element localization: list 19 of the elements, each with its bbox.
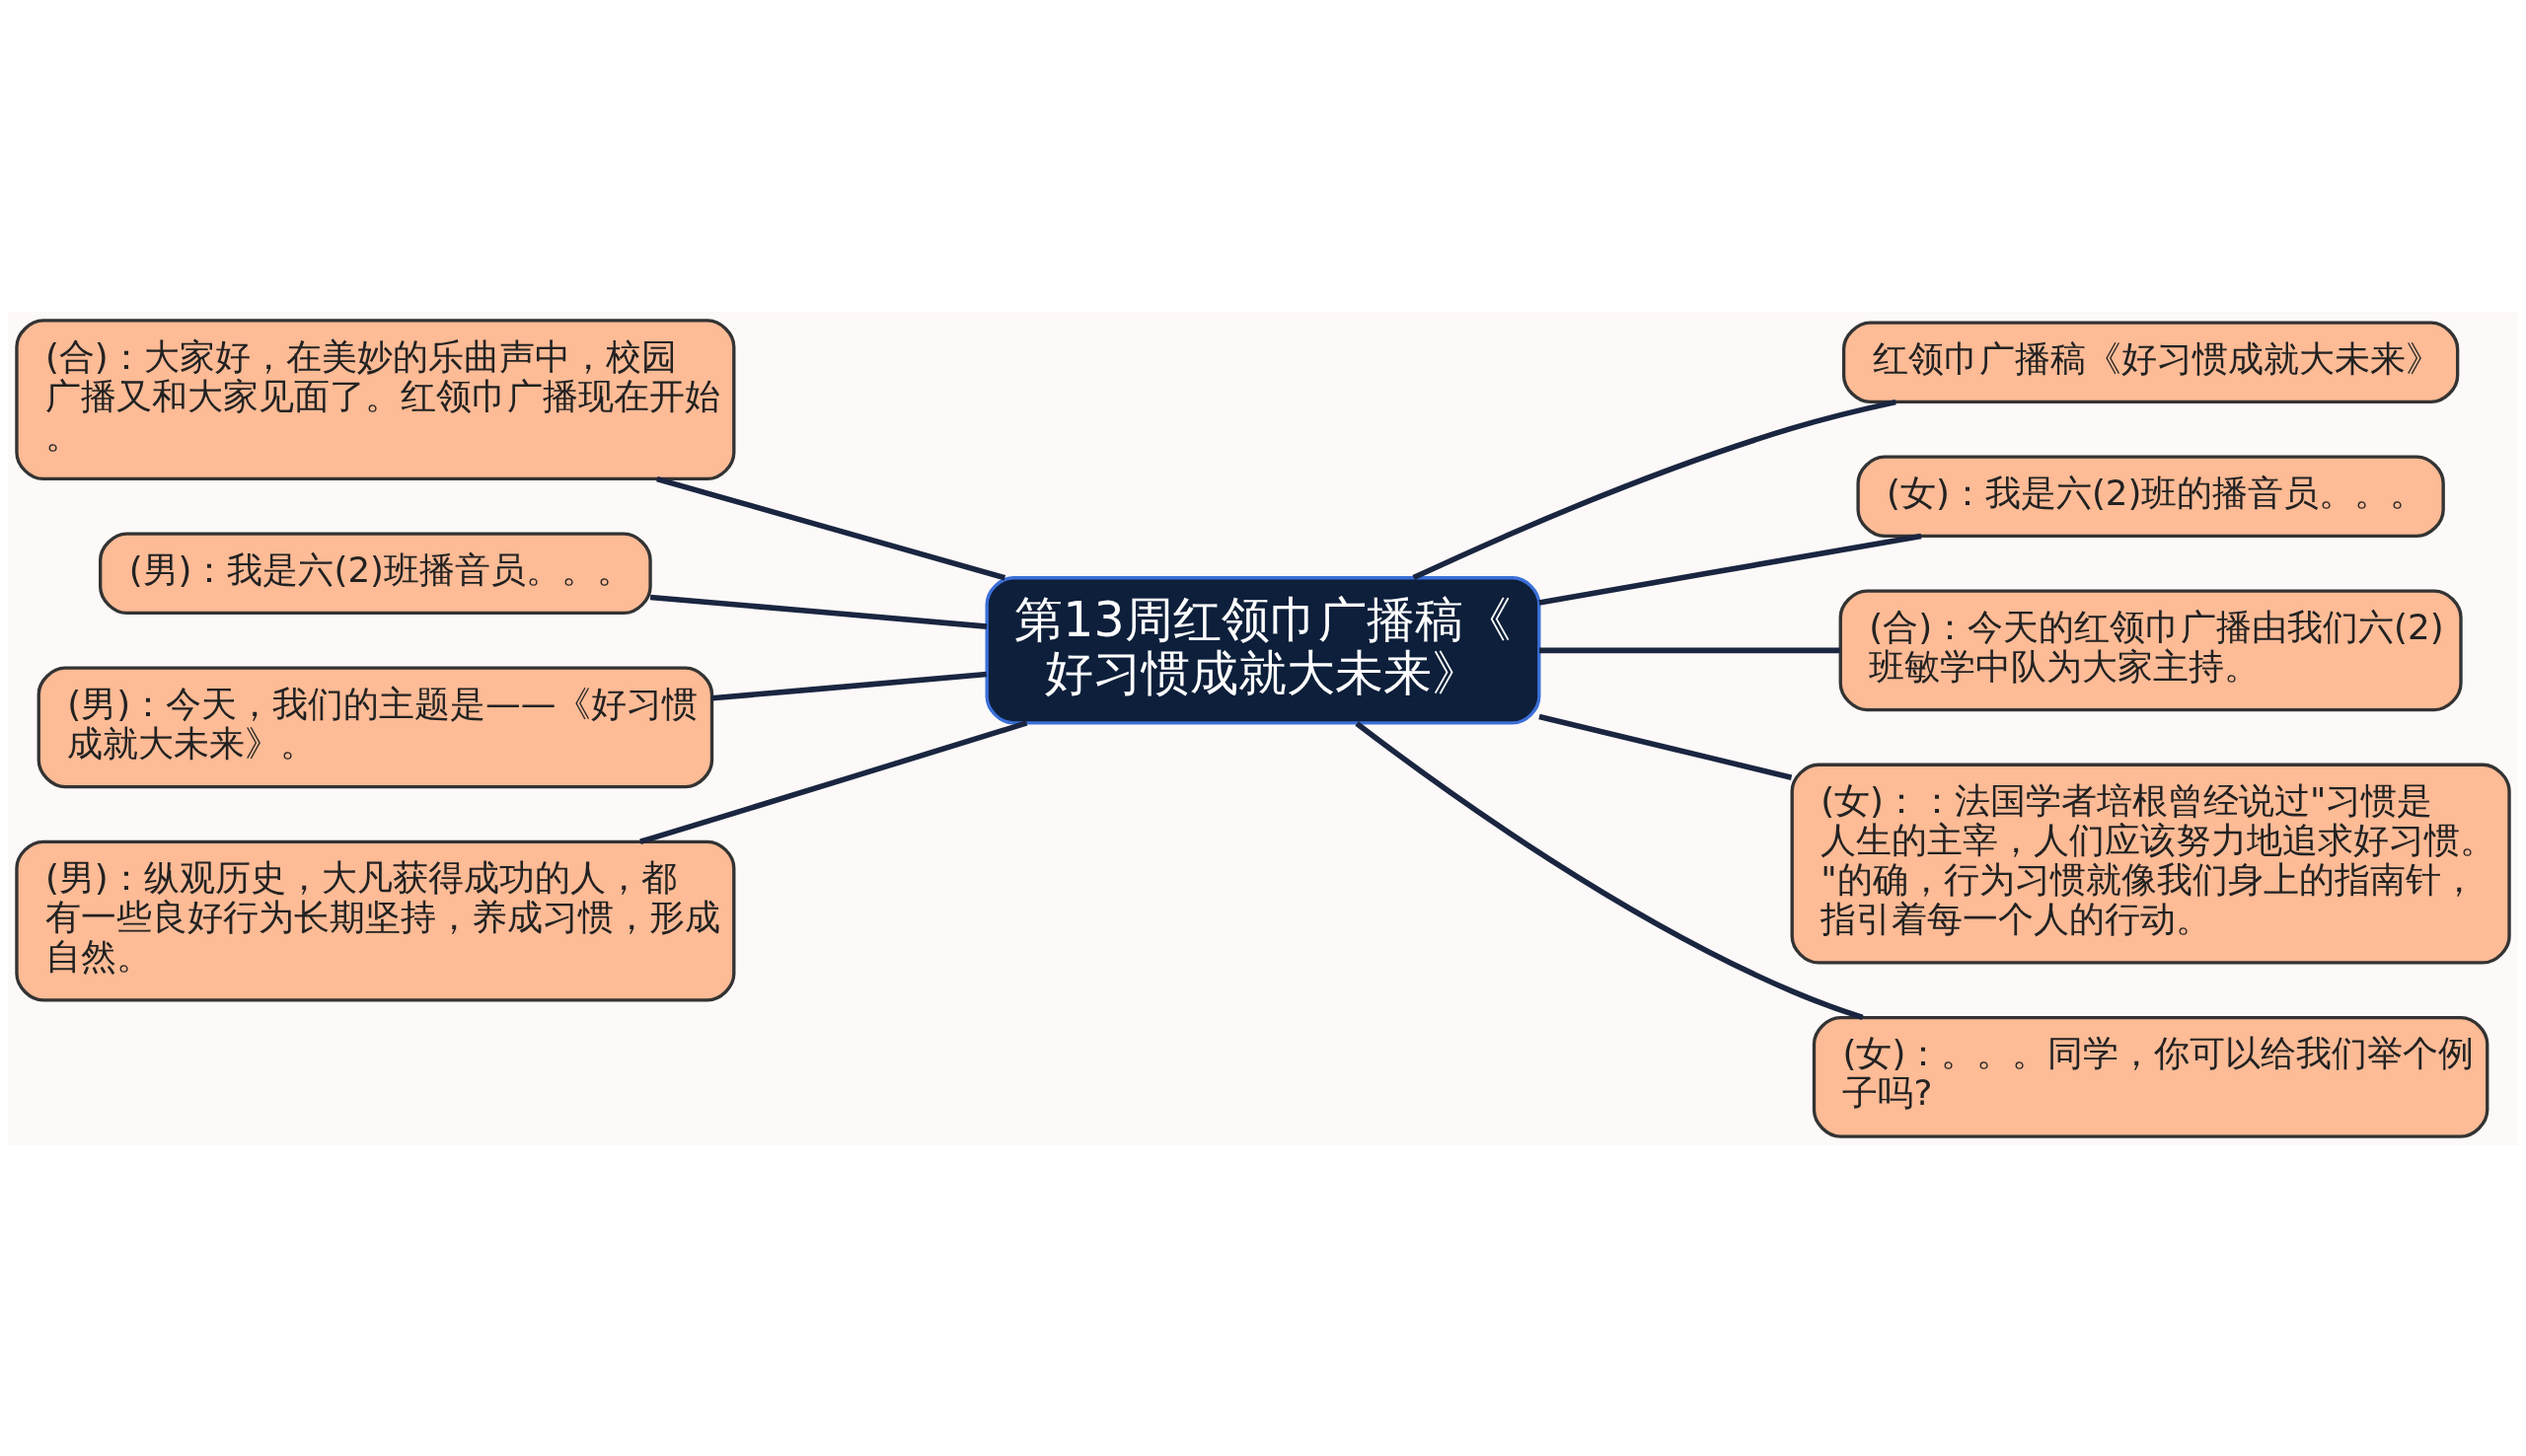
node-box: (女)：我是六(2)班的播音员。。。 (1856, 454, 2445, 538)
connector (656, 475, 1006, 580)
connector (711, 671, 987, 701)
connector (649, 594, 988, 629)
node-box: (合)：大家好，在美妙的乐曲声中，校园广播又和大家见面了。红领巾广播现在开始。 (15, 318, 736, 480)
node-box: 第13周红领巾广播稿《好习惯成就大未来》 (985, 575, 1541, 725)
node-box: (女)：：法国学者培根曾经说过"习惯是人生的主宰，人们应该努力地追求好习惯。"的确，行为习惯就像我们身上的指南针，指引着每一个人的行动。 (1790, 763, 2511, 965)
connector (1355, 720, 1864, 1020)
node-box: (男)：今天，我们的主题是——《好习惯成就大未来》。 (37, 666, 714, 788)
node-box: (女)：。。。同学，你可以给我们举个例子吗? (1812, 1015, 2489, 1138)
node-box: (合)：今天的红领巾广播由我们六(2)班敏学中队为大家主持。 (1838, 589, 2463, 711)
node-box: (男)：纵观历史，大凡获得成功的人，都有一些良好行为长期坚持，养成习惯，形成自然。 (15, 839, 736, 1001)
connector (1538, 713, 1793, 780)
node-box: 红领巾广播稿《好习惯成就大未来》 (1841, 320, 2460, 403)
connector (1412, 399, 1896, 580)
connector (1538, 647, 1840, 653)
connector (639, 719, 1028, 844)
connector (1538, 533, 1922, 606)
node-box: (男)：我是六(2)班播音员。。。 (99, 532, 652, 615)
